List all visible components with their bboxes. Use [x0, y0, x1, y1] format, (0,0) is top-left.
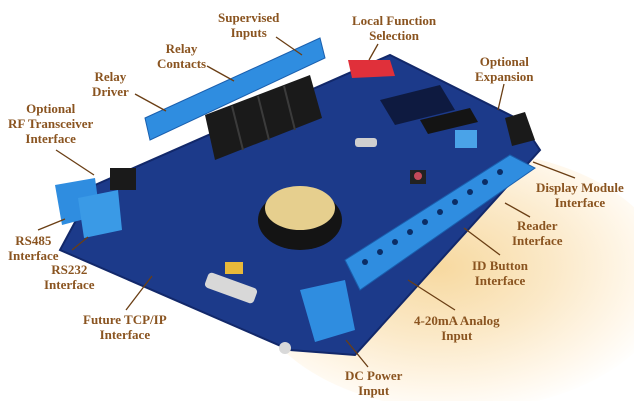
rf-module [110, 168, 136, 190]
coin-cell [265, 186, 335, 230]
dip-switch [348, 60, 395, 78]
expansion-connector [505, 112, 535, 146]
leader-lines [37, 36, 576, 368]
rs232-terminal [78, 190, 122, 238]
top-terminal-block [145, 38, 325, 140]
right-terminal-block [345, 155, 535, 290]
dc-power-terminal [300, 280, 355, 342]
fuse [204, 272, 258, 304]
